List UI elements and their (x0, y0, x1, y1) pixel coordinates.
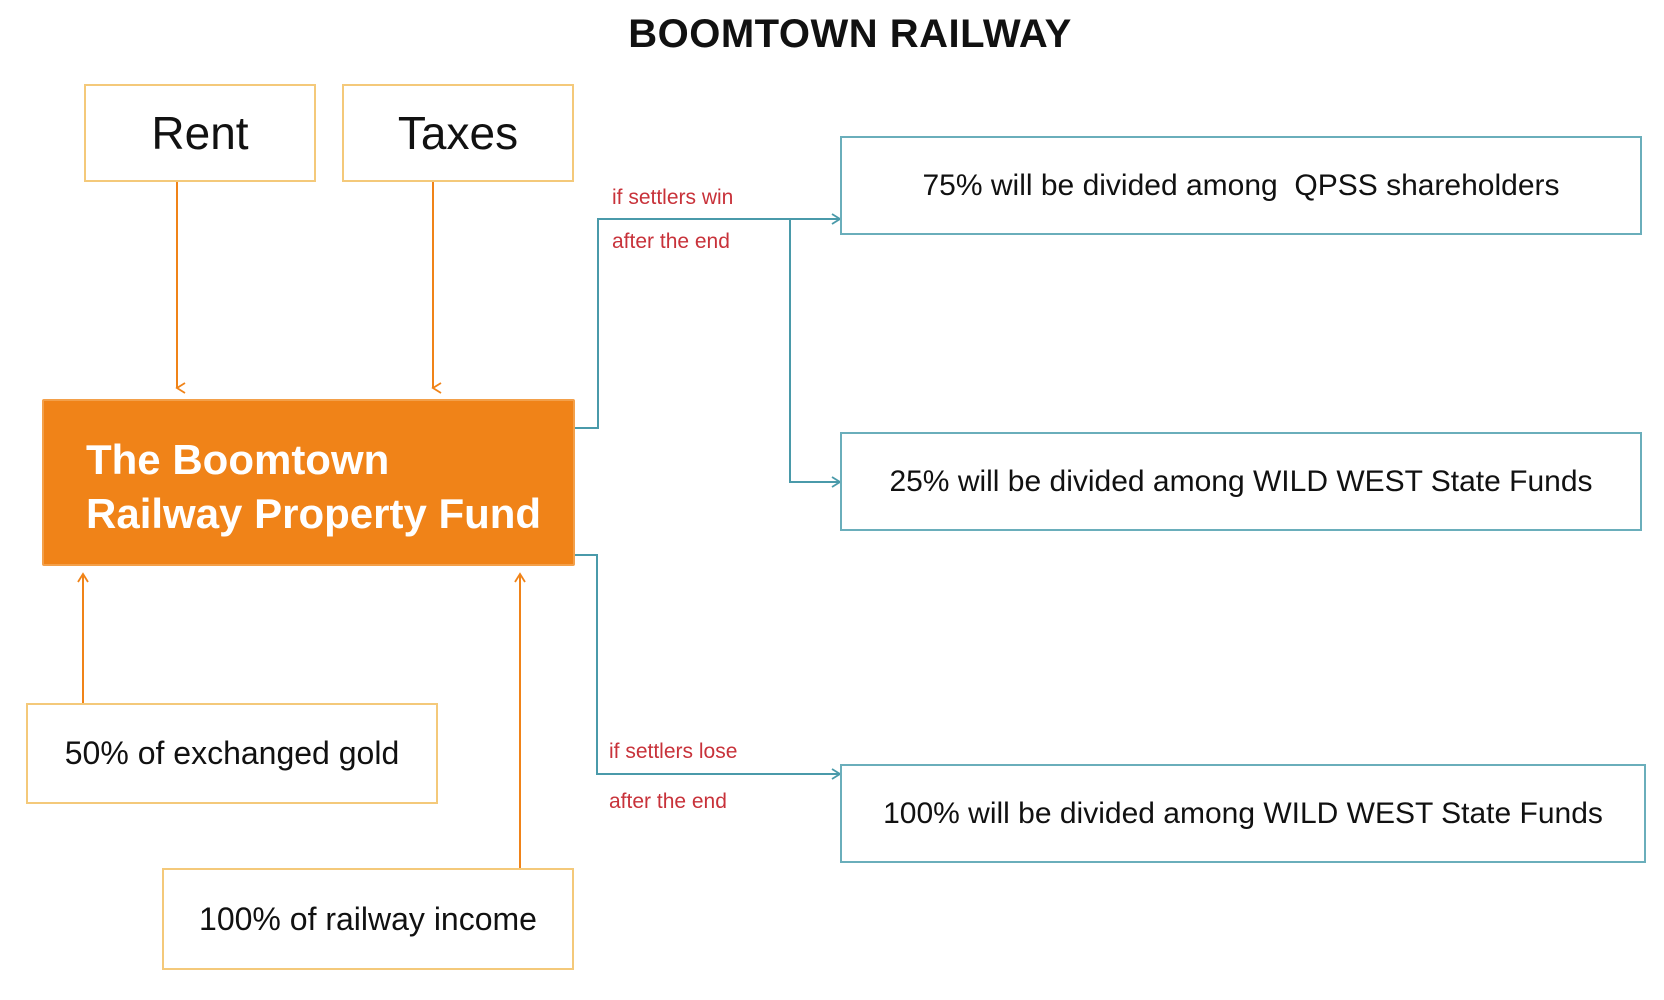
win-condition-label: if settlers win (612, 186, 734, 209)
connector-win-branch (575, 213, 842, 429)
railway-income-box: 100% of railway income (162, 868, 574, 970)
outcome-state-funds-100-box: 100% will be divided among WILD WEST Sta… (840, 764, 1646, 863)
win-timing-label: after the end (612, 230, 730, 253)
rent-box: Rent (84, 84, 316, 182)
outcome-state-funds-25-label: 25% will be divided among WILD WEST Stat… (889, 464, 1593, 498)
diagram-title: BOOMTOWN RAILWAY (628, 12, 1072, 56)
taxes-label: Taxes (397, 107, 519, 159)
fund-title-line-2: Railway Property Fund (86, 490, 542, 537)
fund-title-line-1: The Boomtown (86, 436, 390, 483)
lose-timing-label: after the end (609, 790, 727, 813)
railway-income-label: 100% of railway income (199, 900, 537, 937)
outcome-qpss-label: 75% will be divided among QPSS sharehold… (922, 168, 1560, 202)
outcome-state-funds-100-label: 100% will be divided among WILD WEST Sta… (883, 796, 1603, 830)
lose-condition-label: if settlers lose (609, 740, 738, 763)
exchanged-gold-label: 50% of exchanged gold (64, 735, 400, 771)
rent-label: Rent (151, 107, 249, 159)
exchanged-gold-box: 50% of exchanged gold (26, 703, 438, 804)
connector-lose-branch (575, 554, 842, 780)
outcome-state-funds-25-box: 25% will be divided among WILD WEST Stat… (840, 432, 1642, 531)
taxes-box: Taxes (342, 84, 574, 182)
connector-win-branch-25 (789, 219, 842, 488)
property-fund-box: The Boomtown Railway Property Fund (42, 399, 575, 566)
outcome-qpss-box: 75% will be divided among QPSS sharehold… (840, 136, 1642, 235)
